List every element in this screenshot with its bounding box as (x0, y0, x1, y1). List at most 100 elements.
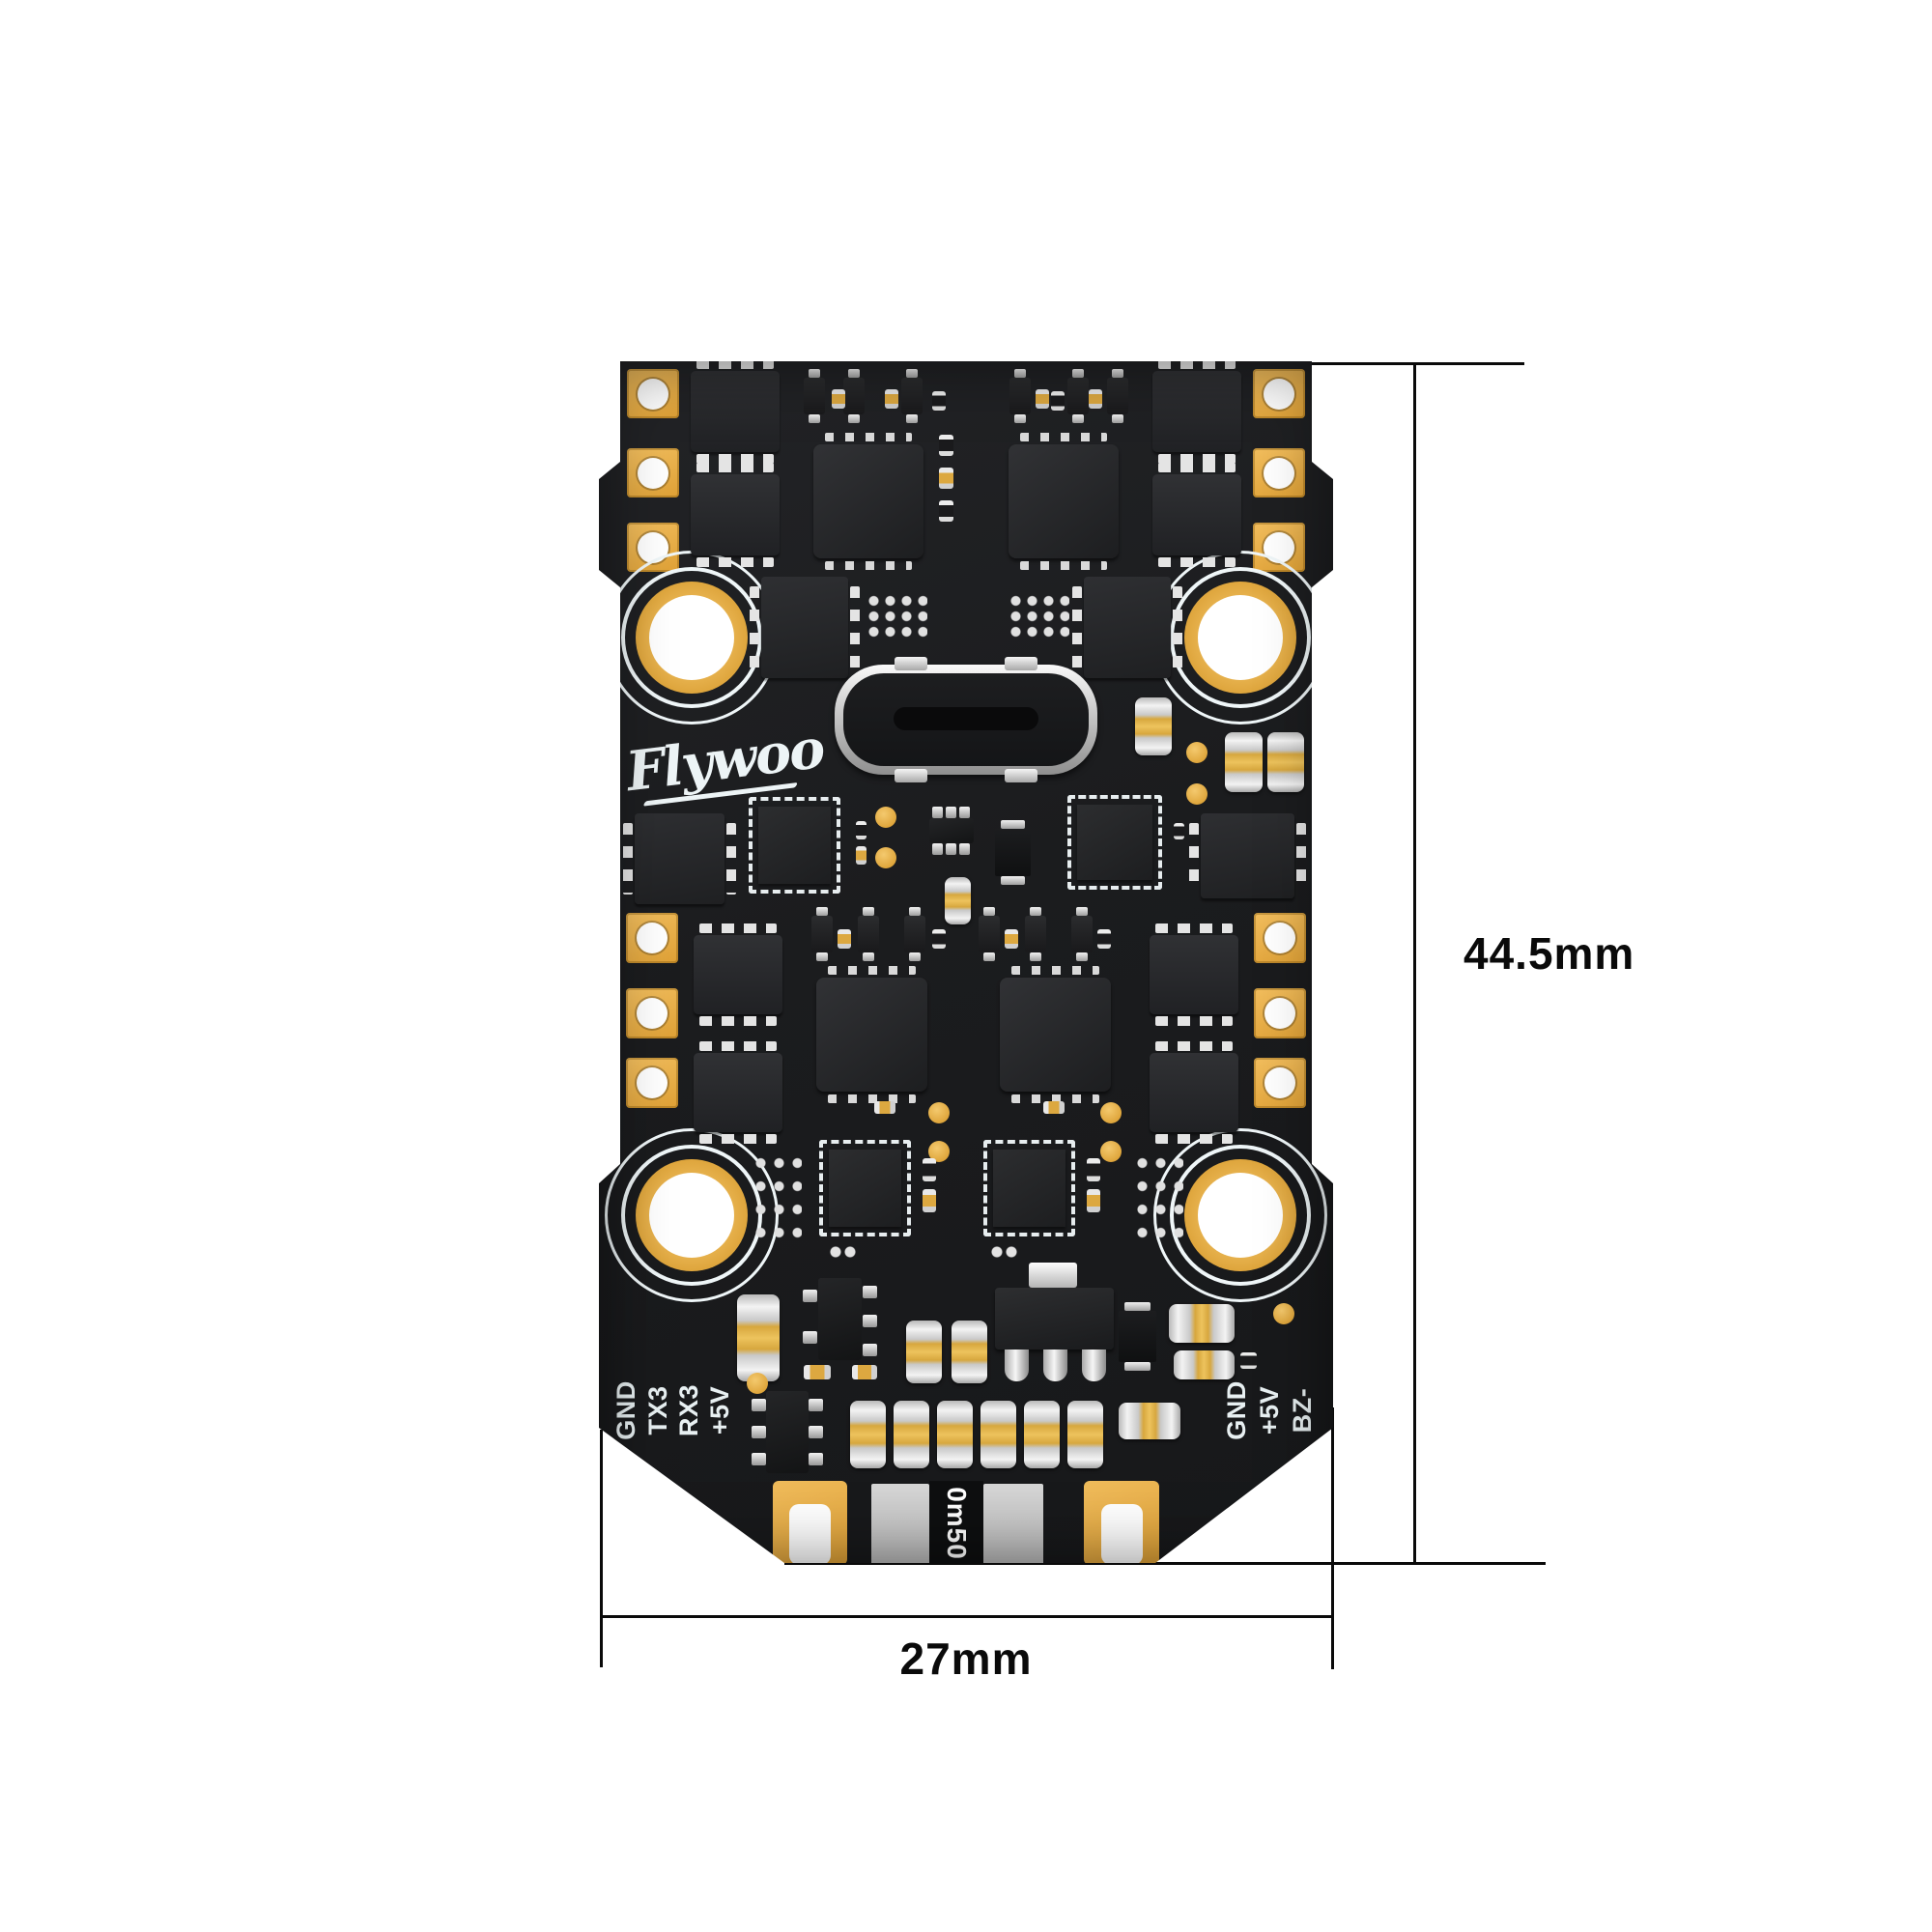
ic-lead (809, 1453, 823, 1465)
capacitor (939, 435, 953, 456)
regulator-leg (1043, 1350, 1067, 1381)
esc-driver-chip (816, 966, 927, 1103)
capacitor (894, 1401, 929, 1468)
bottom-extension-line (784, 1562, 1546, 1565)
ic-chip (929, 807, 974, 855)
solder-pad (1254, 913, 1306, 963)
capacitor (856, 821, 867, 839)
mosfet-chip (691, 361, 780, 464)
via-dot (1186, 742, 1208, 763)
transistor (811, 907, 833, 961)
solder-pad (1253, 369, 1305, 418)
ic-lead (863, 1286, 877, 1298)
solder-pad (626, 1058, 678, 1108)
transistor (804, 369, 825, 423)
capacitor (850, 1401, 886, 1468)
transistor (1009, 369, 1031, 423)
diode (995, 820, 1031, 885)
solder-pad (627, 369, 679, 418)
usb-slot (894, 707, 1038, 730)
esc-driver-chip (1009, 433, 1119, 570)
via-dot (928, 1141, 950, 1162)
ic-lead (959, 843, 970, 855)
pad-hole (638, 457, 668, 489)
capacitor (885, 389, 898, 409)
solder-pad (1254, 1058, 1306, 1108)
capacitor (1024, 1401, 1060, 1468)
via-dot (1273, 1303, 1294, 1324)
height-dimension-line (1413, 363, 1416, 1565)
pad-label-5v-left: +5V (704, 1385, 734, 1435)
pad-label-bz: BZ- (1287, 1387, 1317, 1434)
pcb-board: Flywoo (599, 361, 1333, 1563)
via-dot (1100, 1141, 1122, 1162)
via-dot (875, 807, 896, 828)
diode (1119, 1302, 1156, 1371)
via-pair (829, 1246, 858, 1259)
hole-bore (649, 595, 734, 680)
capacitor (1089, 389, 1102, 409)
ic-lead (959, 807, 970, 818)
transistor (1025, 907, 1046, 961)
pad-label-rx3: RX3 (673, 1383, 703, 1437)
ic-lead (752, 1399, 766, 1411)
capacitor (1067, 1401, 1103, 1468)
capacitor (1119, 1403, 1180, 1439)
via-grid (749, 1149, 802, 1240)
shunt-resistor: 0m50 (929, 1481, 983, 1563)
regulator-tab (1029, 1263, 1077, 1288)
battery-pad (1084, 1481, 1159, 1563)
capacitor (1097, 929, 1111, 949)
transistor (843, 369, 865, 423)
mounting-hole (605, 1128, 779, 1302)
ic-chip (749, 797, 840, 894)
pad-label-tx3: TX3 (642, 1385, 672, 1435)
width-label: 27mm (899, 1634, 1033, 1684)
shunt-label: 0m50 (942, 1486, 972, 1560)
capacitor (1225, 732, 1263, 792)
ic-lead (752, 1426, 766, 1438)
pad-label-gnd-right: GND (1221, 1380, 1251, 1440)
usb-c-port (835, 657, 1097, 782)
battery-pad (773, 1481, 847, 1563)
mosfet-chip (1152, 361, 1241, 464)
mounting-hole (1153, 551, 1327, 724)
ic-lead (803, 1290, 817, 1302)
shunt-pad (983, 1484, 1043, 1563)
mosfet-chip (1152, 463, 1241, 567)
capacitor (1174, 1350, 1235, 1379)
pad-hole (637, 1067, 668, 1098)
pad-hole (1264, 1067, 1295, 1098)
via-grid (863, 591, 927, 638)
solder-pad (627, 448, 679, 497)
ic-chip (983, 1140, 1075, 1236)
via-pair (990, 1246, 1019, 1259)
ic-chip (803, 1278, 877, 1360)
ic-chip (1189, 813, 1306, 898)
height-label: 44.5mm (1463, 928, 1635, 979)
regulator-leg (1082, 1350, 1106, 1381)
mounting-hole (1153, 1128, 1327, 1302)
pad-label-gnd-left: GND (611, 1380, 640, 1440)
ic-lead (946, 843, 956, 855)
solder-pad (1253, 448, 1305, 497)
ic-chip (1067, 795, 1162, 890)
battery-pad-slot (789, 1504, 831, 1563)
ic-lead (809, 1426, 823, 1438)
capacitor (932, 929, 946, 949)
pad-hole (637, 998, 668, 1029)
left-extension-line (600, 1430, 603, 1667)
transistor (979, 907, 1000, 961)
width-dimension-line (601, 1615, 1333, 1618)
capacitor (906, 1321, 942, 1383)
solder-pad (626, 988, 678, 1038)
usb-clip (1005, 657, 1037, 670)
capacitor (1169, 1304, 1235, 1343)
pad-hole (638, 378, 668, 410)
capacitor (856, 846, 867, 865)
mounting-hole (605, 551, 779, 724)
capacitor (874, 1101, 895, 1114)
brand-logo: Flywoo (622, 716, 827, 805)
ic-chip (1072, 577, 1182, 678)
ic-lead (932, 843, 943, 855)
